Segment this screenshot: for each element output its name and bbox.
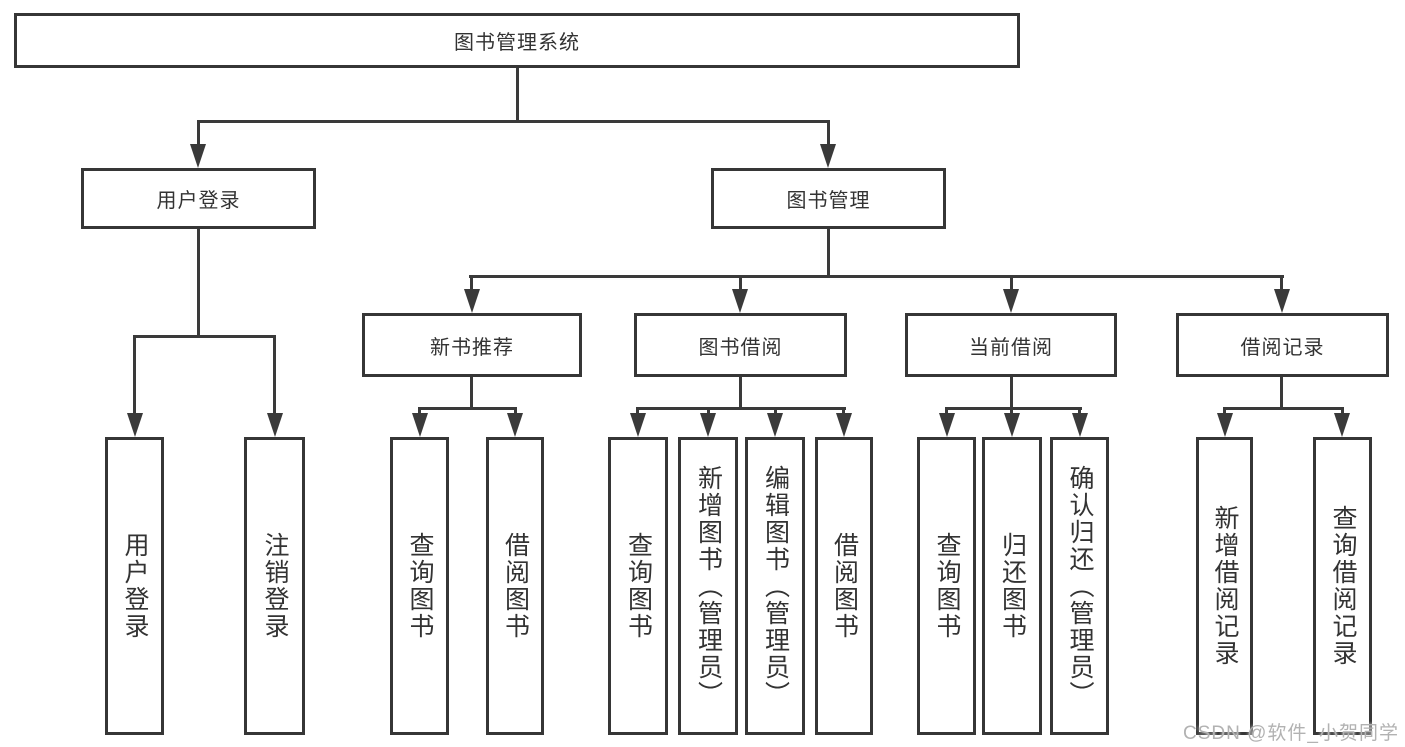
node-label: 图书管理系统 <box>454 32 580 54</box>
connector-line <box>516 68 519 123</box>
leaf-current-return-books: 归还图书 <box>982 437 1042 735</box>
arrow-down-icon <box>1274 289 1290 313</box>
leaf-current-confirm-return-admin: 确认归还（管理员） <box>1050 437 1109 735</box>
arrow-down-icon <box>267 413 283 437</box>
node-label: 新书推荐 <box>430 336 514 359</box>
leaf-logout: 注销登录 <box>244 437 305 735</box>
connector-line <box>1280 275 1283 295</box>
connector-line <box>636 407 846 410</box>
leaf-label: 查询图书 <box>406 532 434 640</box>
arrow-down-icon <box>1072 413 1088 437</box>
leaf-borrowing-edit-books-admin: 编辑图书（管理员） <box>745 437 805 735</box>
leaf-label: 注销登录 <box>261 532 289 640</box>
arrow-down-icon <box>836 413 852 437</box>
connector-line <box>739 275 742 295</box>
node-current-borrowing: 当前借阅 <box>905 313 1117 377</box>
leaf-label: 归还图书 <box>998 532 1027 640</box>
leaf-borrowing-query-books: 查询图书 <box>608 437 668 735</box>
arrow-down-icon <box>820 144 836 168</box>
connector-line <box>739 377 742 410</box>
node-label: 图书管理 <box>786 190 871 212</box>
arrow-down-icon <box>412 413 428 437</box>
leaf-current-query-books: 查询图书 <box>917 437 976 735</box>
node-new-book-recommend: 新书推荐 <box>362 313 582 377</box>
leaf-records-add-borrow-record: 新增借阅记录 <box>1196 437 1253 735</box>
node-user-login: 用户登录 <box>81 168 316 229</box>
connector-line <box>1280 377 1283 410</box>
leaf-label: 确认归还（管理员） <box>1066 464 1094 708</box>
arrow-down-icon <box>127 413 143 437</box>
connector-line <box>197 120 830 123</box>
leaf-label: 新增图书（管理员） <box>694 464 723 708</box>
connector-line <box>418 407 517 410</box>
leaf-label: 新增借阅记录 <box>1211 505 1239 667</box>
connector-line <box>827 229 830 278</box>
leaf-label: 编辑图书（管理员） <box>761 464 790 708</box>
connector-line <box>273 335 276 419</box>
leaf-user-login: 用户登录 <box>105 437 164 735</box>
node-root-library-system: 图书管理系统 <box>14 13 1020 68</box>
node-label: 当前借阅 <box>969 336 1053 359</box>
node-book-borrowing: 图书借阅 <box>634 313 847 377</box>
leaf-borrowing-borrow-books: 借阅图书 <box>815 437 873 735</box>
connector-line <box>945 407 1082 410</box>
node-label: 用户登录 <box>156 190 241 212</box>
leaf-borrowing-add-books-admin: 新增图书（管理员） <box>678 437 738 735</box>
arrow-down-icon <box>190 144 206 168</box>
arrow-down-icon <box>1334 413 1350 437</box>
leaf-label: 用户登录 <box>121 532 149 640</box>
connector-line <box>470 377 473 410</box>
arrow-down-icon <box>700 413 716 437</box>
leaf-label: 查询图书 <box>624 532 653 640</box>
leaf-label: 查询借阅记录 <box>1329 505 1357 667</box>
connector-line <box>133 335 136 419</box>
connector-line <box>470 275 473 295</box>
connector-line <box>133 335 276 338</box>
arrow-down-icon <box>630 413 646 437</box>
leaf-recommend-borrow-books: 借阅图书 <box>486 437 544 735</box>
arrow-down-icon <box>1003 289 1019 313</box>
connector-line <box>827 120 830 150</box>
leaf-label: 借阅图书 <box>501 532 530 640</box>
node-label: 借阅记录 <box>1240 336 1325 359</box>
connector-line <box>197 229 200 338</box>
arrow-down-icon <box>1217 413 1233 437</box>
arrow-down-icon <box>767 413 783 437</box>
leaf-records-query-borrow-record: 查询借阅记录 <box>1313 437 1372 735</box>
watermark: CSDN @软件_小贺同学 <box>1183 723 1399 744</box>
leaf-recommend-query-books: 查询图书 <box>390 437 449 735</box>
connector-line <box>1010 377 1013 410</box>
arrow-down-icon <box>939 413 955 437</box>
arrow-down-icon <box>464 289 480 313</box>
connector-line <box>197 120 200 150</box>
connector-line <box>1010 275 1013 295</box>
connector-line <box>469 275 1284 278</box>
leaf-label: 借阅图书 <box>830 532 859 640</box>
connector-line <box>1223 407 1344 410</box>
node-borrow-records: 借阅记录 <box>1176 313 1389 377</box>
arrow-down-icon <box>732 289 748 313</box>
leaf-label: 查询图书 <box>933 532 961 640</box>
arrow-down-icon <box>1004 413 1020 437</box>
arrow-down-icon <box>507 413 523 437</box>
node-book-management: 图书管理 <box>711 168 946 229</box>
node-label: 图书借阅 <box>698 336 783 359</box>
